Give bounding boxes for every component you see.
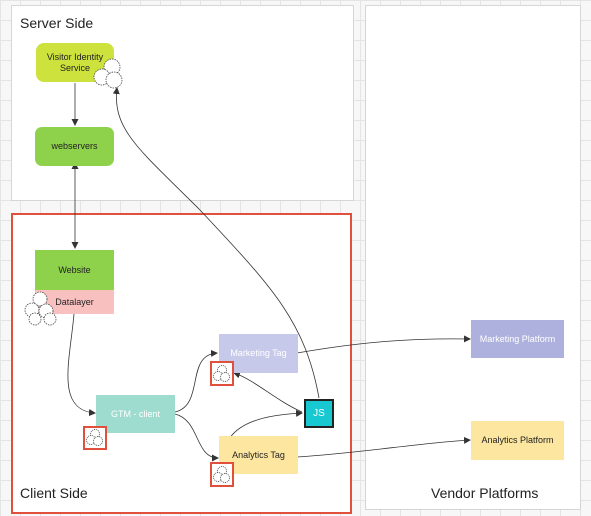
gtm-client-node: GTM - client <box>96 395 175 433</box>
webservers-node: webservers <box>35 127 114 166</box>
vendor-platforms-title: Vendor Platforms <box>431 485 539 501</box>
analytics-platform-node: Analytics Platform <box>471 421 564 460</box>
js-node: JS <box>304 399 334 428</box>
cookie-icon <box>213 466 230 483</box>
edge-datalayer-gtm <box>67 313 96 417</box>
cookie-icon <box>86 429 103 446</box>
server-side-panel <box>11 5 354 201</box>
server-side-title: Server Side <box>20 15 94 31</box>
edge-gtm-marketing <box>174 349 218 413</box>
edge-analytics-platform <box>296 436 471 458</box>
cookie-icon <box>93 58 123 89</box>
cookie-icon <box>24 291 57 326</box>
edge-gtm-analytics <box>174 413 219 462</box>
edge-marketing-platform <box>296 335 471 354</box>
edge-js-marketing-cookie <box>233 371 303 413</box>
visitor-identity-label-line1: Visitor Identity <box>46 51 104 62</box>
edge-js-identity <box>112 87 320 399</box>
client-side-title: Client Side <box>20 485 88 501</box>
marketing-platform-node: Marketing Platform <box>471 320 564 358</box>
visitor-identity-label-line2: Service <box>59 62 90 73</box>
website-node: Website <box>35 250 114 290</box>
cookie-icon <box>213 365 230 382</box>
